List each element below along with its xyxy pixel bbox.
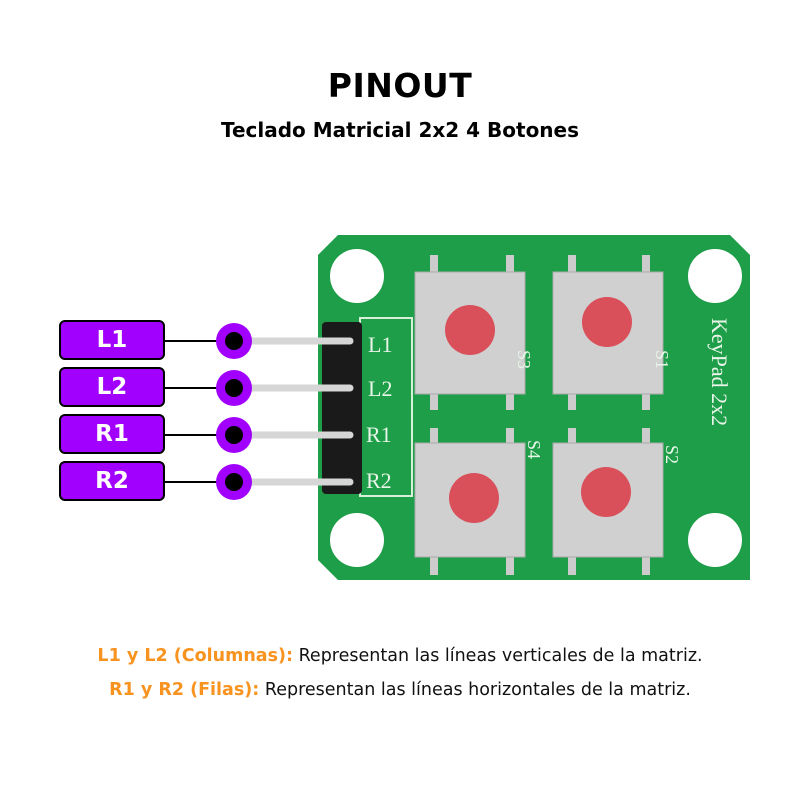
mounting-hole bbox=[688, 513, 742, 567]
description-text: Representan las líneas horizontales de l… bbox=[259, 680, 691, 700]
button-s3: S3 bbox=[414, 255, 534, 410]
pin-marker-l1 bbox=[165, 323, 252, 359]
silk-label-r2: R2 bbox=[366, 468, 392, 493]
mounting-hole bbox=[688, 249, 742, 303]
silk-label-r1: R1 bbox=[366, 422, 392, 447]
board-name: KeyPad 2x2 bbox=[707, 318, 732, 426]
pin-label-r1: R1 bbox=[59, 414, 165, 454]
description-columns: L1 y L2 (Columnas): Representan las líne… bbox=[0, 646, 800, 666]
mounting-hole bbox=[330, 249, 384, 303]
page-subtitle: Teclado Matricial 2x2 4 Botones bbox=[220, 118, 580, 142]
button-s4: S4 bbox=[414, 428, 544, 575]
svg-text:S4: S4 bbox=[524, 440, 544, 459]
svg-text:S3: S3 bbox=[514, 350, 534, 369]
description-text: Representan las líneas verticales de la … bbox=[293, 646, 703, 666]
page-title: PINOUT bbox=[327, 66, 473, 105]
mounting-hole bbox=[330, 513, 384, 567]
silk-label-l1: L1 bbox=[368, 332, 392, 357]
pcb-board bbox=[318, 235, 750, 580]
pin-marker-r2 bbox=[165, 464, 252, 500]
pin-header bbox=[322, 322, 362, 494]
button-s2: S2 bbox=[552, 428, 682, 575]
pin-label-l1: L1 bbox=[59, 320, 165, 360]
pin-label-l2: L2 bbox=[59, 367, 165, 407]
pin-marker-r1 bbox=[165, 417, 252, 453]
pin-marker-l2 bbox=[165, 370, 252, 406]
svg-text:S1: S1 bbox=[652, 350, 672, 369]
pin-label-r2: R2 bbox=[59, 461, 165, 501]
description-key: R1 y R2 (Filas): bbox=[109, 680, 260, 700]
silk-label-l2: L2 bbox=[368, 376, 392, 401]
description-rows: R1 y R2 (Filas): Representan las líneas … bbox=[0, 680, 800, 700]
description-key: L1 y L2 (Columnas): bbox=[97, 646, 293, 666]
button-s1: S1 bbox=[552, 255, 672, 410]
svg-text:S2: S2 bbox=[662, 445, 682, 464]
